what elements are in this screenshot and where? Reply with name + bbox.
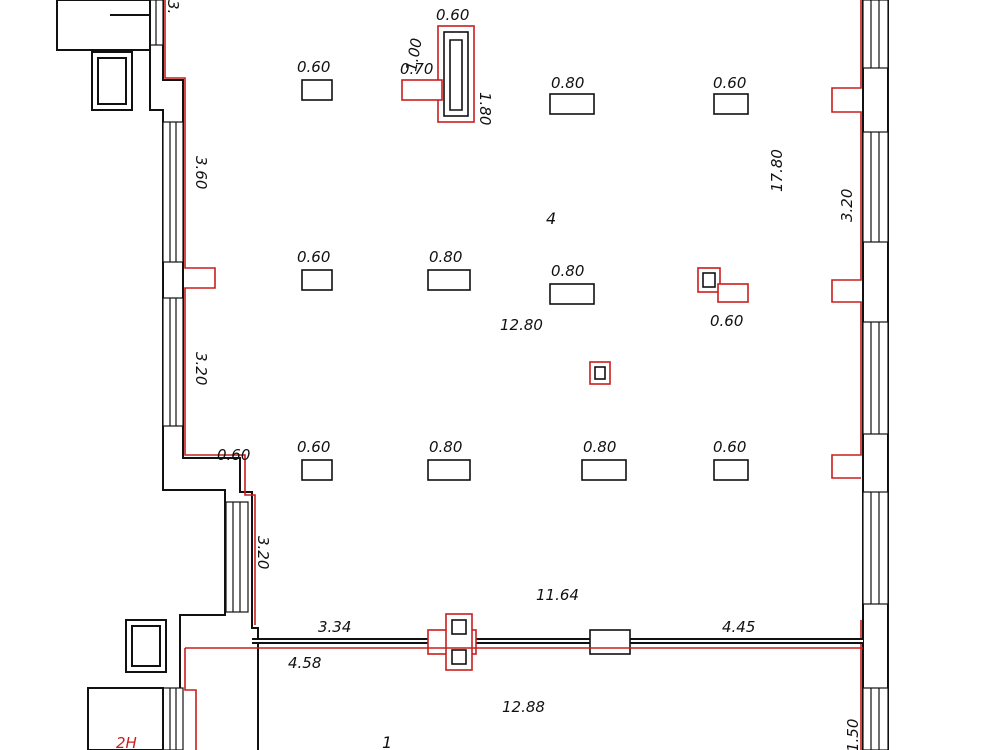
right-window-4 bbox=[862, 491, 889, 605]
lower-left-inner bbox=[131, 625, 161, 667]
right-window-2 bbox=[862, 131, 889, 243]
column-r3-c3 bbox=[581, 459, 627, 481]
label-r3-c1: 0.60 bbox=[297, 438, 330, 456]
label-top-shaft-side-a: 1.00 bbox=[402, 37, 426, 73]
label-left-step-wall: 3.20 bbox=[254, 536, 272, 569]
column-r1-c4 bbox=[713, 93, 749, 115]
label-r2-c4: 0.60 bbox=[710, 312, 743, 330]
label-partition-right: 4.45 bbox=[722, 618, 755, 636]
column-r2-c3 bbox=[549, 283, 595, 305]
label-wall-length: 11.64 bbox=[536, 586, 579, 604]
top-shaft-side bbox=[401, 79, 443, 101]
label-r3-c2: 0.80 bbox=[429, 438, 462, 456]
labels: 0.60 1.80 1.00 0.70 3. 0.60 0.80 0.60 0.… bbox=[116, 0, 862, 750]
center-column-inner bbox=[594, 366, 606, 380]
left-niche-box bbox=[91, 51, 133, 111]
outer-walls bbox=[149, 0, 889, 750]
label-top-shaft-height: 1.80 bbox=[476, 92, 494, 125]
label-r1-c3: 0.80 bbox=[551, 74, 584, 92]
label-top-left-fragment: 3. bbox=[164, 0, 182, 14]
label-room-tag: 2Н bbox=[116, 734, 137, 750]
right-window-5 bbox=[862, 687, 889, 750]
left-red-outline bbox=[164, 0, 256, 625]
top-shaft-core bbox=[449, 39, 463, 111]
column-r1-c1 bbox=[301, 79, 333, 101]
right-windows bbox=[862, 0, 889, 750]
partition-shaft-top bbox=[451, 619, 467, 635]
label-left-pier: 0.60 bbox=[217, 446, 250, 464]
label-r1-c1: 0.60 bbox=[297, 58, 330, 76]
right-window-1 bbox=[862, 0, 889, 69]
lower-left-red bbox=[184, 648, 197, 750]
label-room-main: 4 bbox=[546, 209, 556, 228]
label-top-shaft-side-b: 0.70 bbox=[400, 60, 433, 78]
top-shaft bbox=[401, 25, 475, 123]
label-r3-c4: 0.60 bbox=[713, 438, 746, 456]
label-top-shaft-width: 0.60 bbox=[436, 6, 469, 24]
label-r2-c3: 0.80 bbox=[551, 262, 584, 280]
left-windows bbox=[149, 0, 249, 750]
label-r2-c2: 0.80 bbox=[429, 248, 462, 266]
label-partition-left: 3.34 bbox=[318, 618, 351, 636]
label-right-wall-window: 3.20 bbox=[838, 189, 856, 222]
top-left-box bbox=[56, 0, 151, 51]
column-r2-c1 bbox=[301, 269, 333, 291]
bottom-left-box bbox=[87, 687, 164, 750]
partition-shaft-bottom bbox=[451, 649, 467, 665]
label-right-wall-height: 17.80 bbox=[768, 149, 786, 192]
left-outside-boxes bbox=[56, 0, 167, 750]
right-mid-shaft-inner bbox=[702, 272, 716, 288]
right-mid-shaft-side bbox=[717, 283, 749, 303]
label-r2-c1: 0.60 bbox=[297, 248, 330, 266]
column-r2-c2 bbox=[427, 269, 471, 291]
column-r3-c2 bbox=[427, 459, 471, 481]
lower-left-box bbox=[125, 619, 167, 673]
label-r1-c4: 0.60 bbox=[713, 74, 746, 92]
column-r1-c3 bbox=[549, 93, 595, 115]
label-lower-left: 4.58 bbox=[288, 654, 321, 672]
left-window-top bbox=[149, 0, 164, 46]
label-room-lower: 1 bbox=[382, 733, 392, 750]
left-window-upper bbox=[162, 121, 184, 263]
right-red-outline-1 bbox=[831, 0, 862, 479]
left-niche-inner bbox=[97, 57, 127, 105]
label-left-wall-upper: 3.60 bbox=[192, 156, 210, 189]
label-room-width: 12.80 bbox=[500, 316, 543, 334]
center-column bbox=[589, 361, 611, 385]
left-window-middle bbox=[162, 297, 184, 427]
red-wall-outlines bbox=[164, 0, 862, 750]
column-r3-c4 bbox=[713, 459, 749, 481]
columns bbox=[301, 79, 749, 481]
label-lower-right-fragment: 1.50 bbox=[844, 719, 862, 750]
right-window-3 bbox=[862, 321, 889, 435]
left-wall bbox=[162, 0, 259, 750]
column-r3-c1 bbox=[301, 459, 333, 481]
label-r3-c3: 0.80 bbox=[583, 438, 616, 456]
label-lower-width: 12.88 bbox=[502, 698, 545, 716]
left-window-lower bbox=[225, 501, 249, 613]
left-wall-outer bbox=[149, 0, 226, 750]
partition-door-box bbox=[589, 629, 631, 655]
left-window-bottom bbox=[162, 687, 184, 750]
partition-wall bbox=[185, 613, 863, 671]
label-left-wall-lower: 3.20 bbox=[192, 352, 210, 385]
right-mid-shaft bbox=[697, 267, 749, 303]
